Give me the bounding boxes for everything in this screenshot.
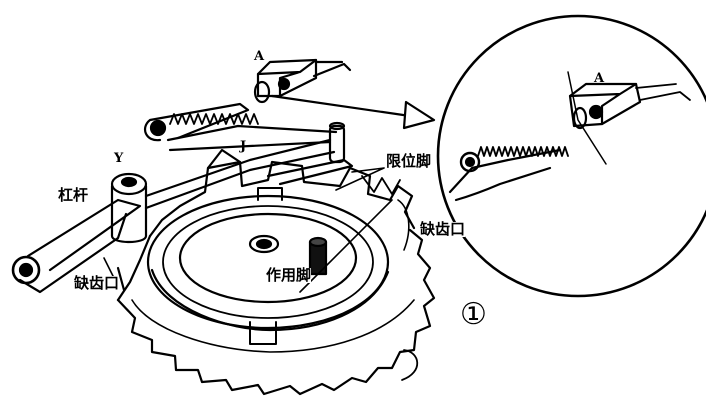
lever-bar-to-notch	[116, 266, 126, 292]
inner-ring	[178, 212, 358, 304]
hub-inner	[255, 238, 273, 250]
ratchet-gear	[116, 148, 436, 396]
lever-pivot-post	[110, 184, 148, 244]
zoom-bracket-face	[568, 82, 638, 126]
zoom-spring	[477, 146, 569, 157]
figure-number: ①	[460, 297, 487, 332]
bracket-a-hook	[253, 80, 271, 104]
post-arm	[266, 158, 354, 186]
action-pin-leader	[299, 199, 393, 293]
point-y-label: Y	[114, 151, 124, 166]
gear-upper-rim	[148, 160, 416, 238]
action-pin-label: 作用脚	[266, 266, 312, 284]
zoom-anchor-core	[464, 156, 476, 168]
bracket-a	[253, 58, 352, 104]
gear-missing-tooth-gap	[206, 148, 242, 170]
bracket-a-pin	[277, 77, 291, 91]
post-cylinder-top	[328, 121, 346, 131]
point-a-label: A	[254, 49, 265, 64]
limit-foot-cut	[361, 175, 401, 195]
outer-ring	[146, 194, 390, 330]
hub-outer	[248, 234, 280, 254]
lever-end-roller	[11, 255, 41, 285]
zoom-wire	[635, 83, 691, 101]
action-pin-top	[308, 236, 328, 248]
gear-teeth-outline	[116, 228, 436, 396]
point-a-zoom-label: A	[594, 71, 605, 86]
inner-rings	[146, 187, 390, 345]
lever-end-roller-core	[18, 262, 34, 278]
zoom-circle	[436, 14, 706, 298]
zoom-pointer-lines	[567, 71, 607, 165]
zoom-anchor-ring	[459, 151, 481, 173]
zoom-detail	[436, 14, 706, 298]
top-tab	[257, 187, 283, 201]
zoom-bracket-pin	[588, 104, 604, 120]
bracket-a-body	[256, 58, 318, 98]
notch-right-brace	[397, 199, 410, 251]
lever	[11, 138, 336, 294]
lever-pivot-hole	[120, 176, 138, 188]
limit-foot-leader	[335, 167, 385, 191]
zoom-arrow	[270, 94, 436, 130]
notch-left-label: 缺齿口	[74, 274, 120, 292]
middle-ring	[162, 205, 374, 319]
spring-anchor-pin	[149, 119, 167, 137]
bottom-curl	[401, 349, 419, 381]
zoom-arrow-head	[402, 100, 436, 130]
bracket-a-face	[256, 58, 318, 98]
lever-pivot-top	[110, 172, 148, 196]
lever-arm-upper	[26, 198, 142, 272]
zoom-bracket-hook	[572, 106, 588, 130]
lever-arm-lower	[18, 212, 128, 294]
zoom-arm	[448, 148, 562, 202]
zoom-bracket-body	[568, 82, 642, 128]
center-hub	[248, 234, 280, 254]
zoom-arrow-shaft	[270, 94, 412, 118]
limit-foot-label: 限位脚	[386, 152, 432, 170]
leaders	[103, 167, 419, 381]
lever-label: 杠杆	[58, 186, 89, 204]
spring-arm-extension	[168, 124, 338, 152]
gear-side-band	[131, 299, 415, 353]
point-j-label: J	[240, 139, 247, 154]
bottom-tab	[249, 321, 277, 345]
gear-left-side	[116, 234, 152, 302]
lever-long-bar	[144, 138, 336, 210]
bracket-a-wire	[312, 60, 352, 78]
ring-front-lip	[150, 268, 390, 332]
notch-right-label: 缺齿口	[420, 220, 466, 238]
tension-spring	[169, 113, 259, 125]
spring-plate	[143, 102, 250, 142]
spring-arm	[143, 102, 354, 186]
